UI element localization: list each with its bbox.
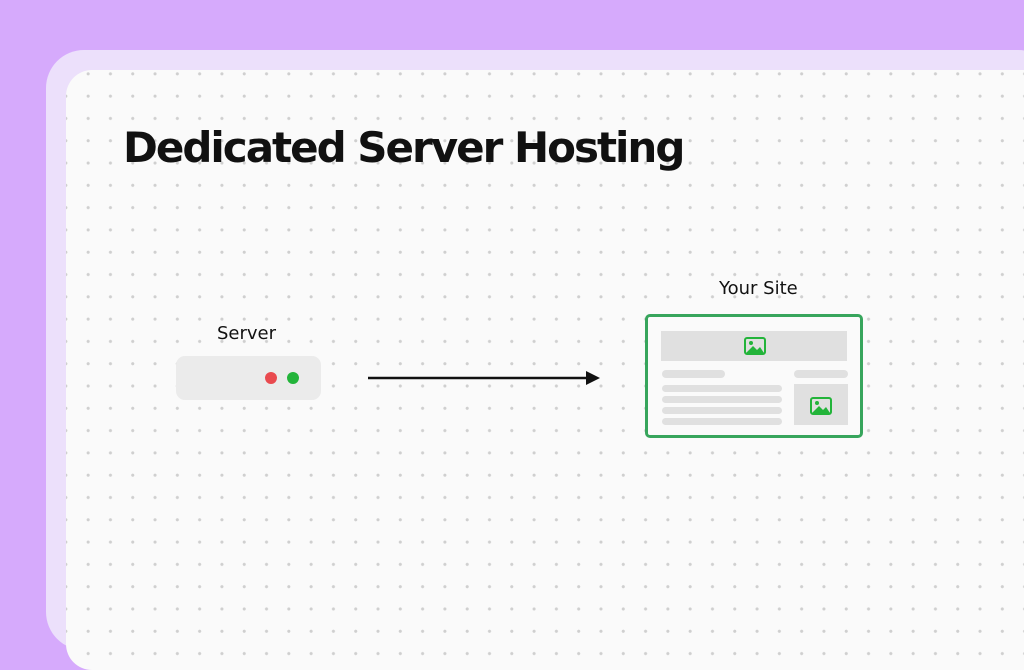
text-line: [662, 385, 782, 392]
green-status-light: [287, 372, 299, 384]
page-title: Dedicated Server Hosting: [123, 123, 685, 172]
text-line: [662, 418, 782, 425]
sidebar-heading-line: [794, 370, 848, 378]
sidebar-image-block: [794, 384, 848, 425]
image-icon: [744, 337, 766, 355]
website-mockup: [645, 314, 863, 438]
server-unit: [176, 356, 321, 400]
site-label: Your Site: [719, 278, 798, 299]
arrow-connector: [368, 371, 600, 385]
text-line: [662, 407, 782, 414]
text-heading-line: [662, 370, 725, 378]
text-line: [662, 396, 782, 403]
image-icon: [810, 397, 832, 415]
red-status-light: [265, 372, 277, 384]
header-banner: [661, 331, 847, 361]
server-label: Server: [217, 323, 277, 344]
